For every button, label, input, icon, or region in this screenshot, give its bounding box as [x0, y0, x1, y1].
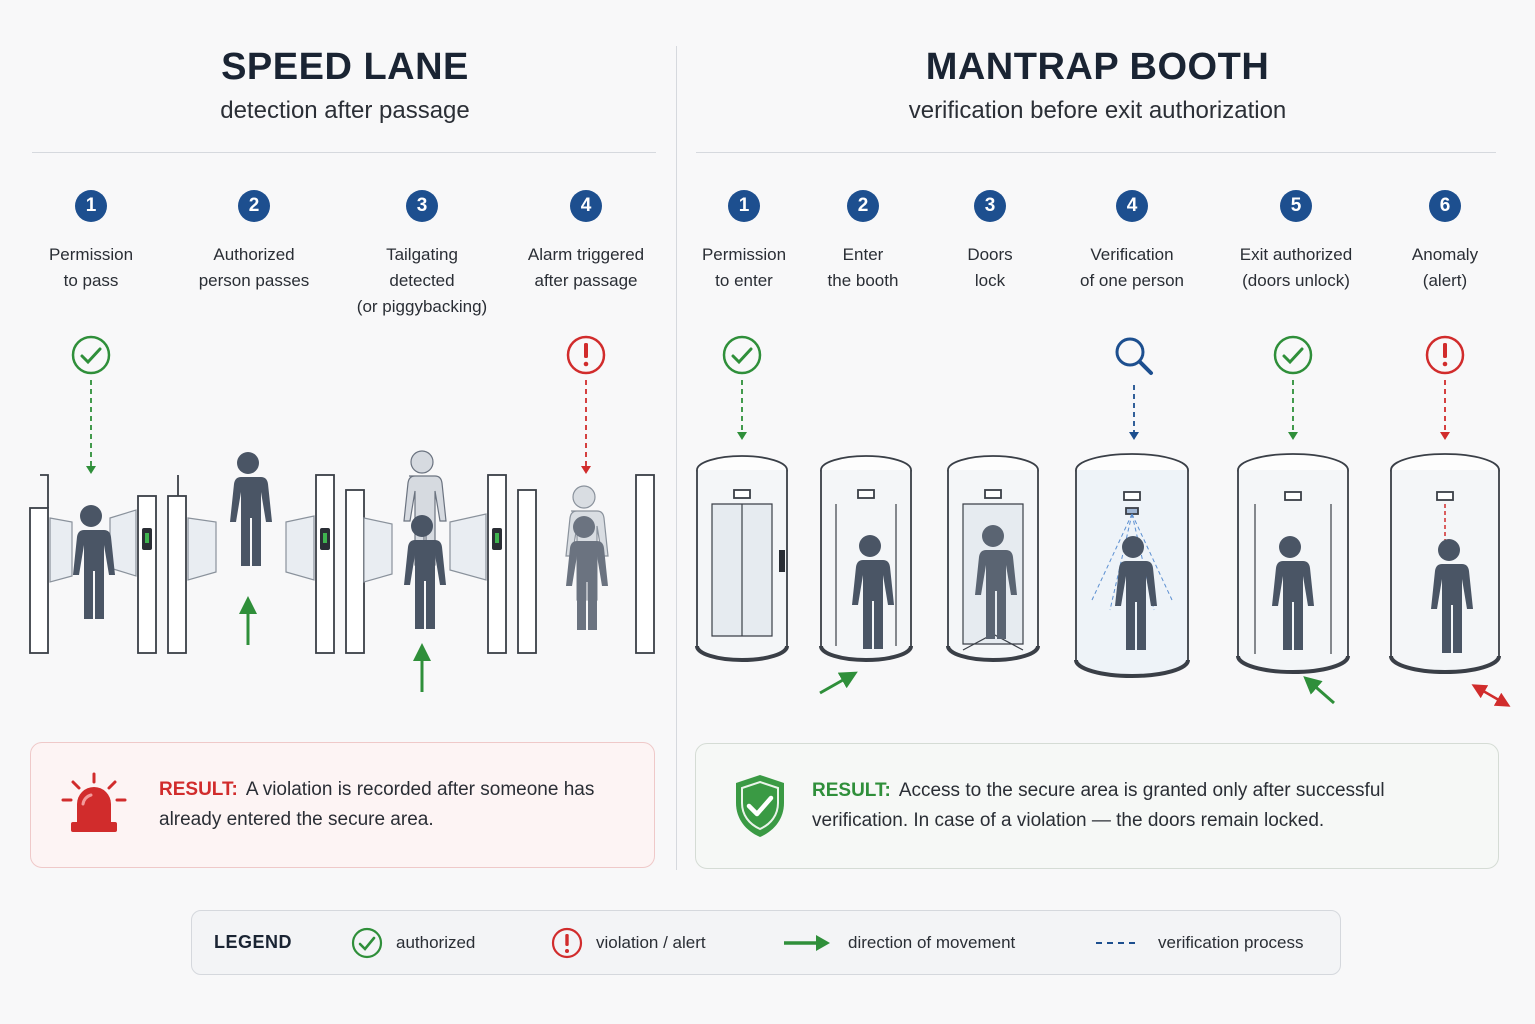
- booth-1: [695, 455, 789, 662]
- step-number-badge: 2: [238, 190, 270, 222]
- speed-lane-result: RESULT:A violation is recorded after som…: [30, 742, 655, 868]
- check-circle-icon: [722, 335, 762, 375]
- legend-label: authorized: [396, 932, 476, 952]
- person-figure: [73, 505, 115, 619]
- check-circle-icon: [71, 335, 111, 375]
- left-rule: [32, 152, 656, 153]
- step-label: Anomaly (alert): [1411, 245, 1479, 290]
- mantrap-step-6: 6 Anomaly (alert): [1360, 190, 1530, 294]
- legend-verification: verification process: [1094, 933, 1304, 953]
- step-label: Alarm triggered after passage: [527, 245, 645, 290]
- alert-circle-icon: [1425, 335, 1465, 375]
- panel-divider: [676, 46, 677, 870]
- legend: LEGEND authorized violation / alert dire…: [191, 910, 1341, 975]
- alert-circle-icon: [551, 927, 583, 958]
- step-number-badge: 6: [1429, 190, 1461, 222]
- person-figure: [230, 452, 272, 566]
- mantrap-title: MANTRAP BOOTH: [925, 46, 1270, 88]
- legend-title: LEGEND: [214, 932, 293, 952]
- step-number-badge: 3: [974, 190, 1006, 222]
- mantrap-step-1: 1 Permission to enter: [659, 190, 829, 294]
- speed-step-4: 4 Alarm triggered after passage: [501, 190, 671, 294]
- arrow-head: [1288, 432, 1298, 440]
- speed-lane-gates: [29, 474, 655, 654]
- arrow-head: [1440, 432, 1450, 440]
- mantrap-subtitle: verification before exit authorization: [908, 97, 1287, 124]
- mantrap-step-2: 2 Enter the booth: [778, 190, 948, 294]
- step-label: Verification of one person: [1080, 245, 1184, 290]
- movement-arrow: [819, 671, 858, 695]
- step-label: Doors lock: [967, 245, 1013, 290]
- magnifier-icon: [1115, 337, 1153, 375]
- step-label: Authorized person passes: [198, 245, 310, 290]
- result-description: Access to the secure area is granted onl…: [812, 780, 1385, 831]
- person-figure: [404, 515, 446, 629]
- step-label: Enter the booth: [827, 245, 899, 290]
- arrow-head: [1129, 432, 1139, 440]
- result-keyword: RESULT:: [159, 779, 238, 800]
- check-circle-icon: [1273, 335, 1313, 375]
- speed-step-2: 2 Authorized person passes: [169, 190, 339, 294]
- step-label: Permission to pass: [48, 245, 134, 290]
- legend-label: verification process: [1158, 932, 1304, 952]
- speed-lane-title: SPEED LANE: [221, 46, 469, 88]
- step-number-badge: 4: [570, 190, 602, 222]
- arrow-head: [581, 466, 591, 474]
- mantrap-step-4: 4 Verification of one person: [1047, 190, 1217, 294]
- step-number-badge: 2: [847, 190, 879, 222]
- legend-label: violation / alert: [596, 932, 706, 952]
- anomaly-arrow: [1471, 684, 1511, 707]
- alert-circle-icon: [566, 335, 606, 375]
- result-keyword: RESULT:: [812, 780, 891, 801]
- speed-lane-subtitle: detection after passage: [220, 97, 470, 124]
- step-number-badge: 4: [1116, 190, 1148, 222]
- mantrap-step-3: 3 Doors lock: [905, 190, 1075, 294]
- result-description: A violation is recorded after someone ha…: [159, 779, 595, 830]
- gate-card-readers: [142, 528, 502, 550]
- legend-movement: direction of movement: [782, 933, 1094, 953]
- illustration-canvas: [29, 335, 1511, 707]
- siren-icon: [61, 772, 127, 832]
- legend-authorized: authorized: [350, 926, 550, 960]
- arrow-head: [737, 432, 747, 440]
- speed-step-1: 1 Permission to pass: [6, 190, 176, 294]
- step-label: Permission to enter: [701, 245, 787, 290]
- mantrap-result: RESULT:Access to the secure area is gran…: [695, 743, 1499, 869]
- step-label: Exit authorized (doors unlock): [1239, 245, 1353, 290]
- speed-step-3: 3 Tailgating detected (or piggybacking): [337, 190, 507, 320]
- mantrap-step-5: 5 Exit authorized (doors unlock): [1211, 190, 1381, 294]
- dashed-line-icon: [1096, 941, 1140, 944]
- step-number-badge: 3: [406, 190, 438, 222]
- step-number-badge: 1: [728, 190, 760, 222]
- arrow-head: [86, 466, 96, 474]
- right-rule: [696, 152, 1496, 153]
- legend-label: direction of movement: [848, 932, 1016, 952]
- movement-arrow: [1303, 676, 1335, 705]
- gate-glass-panels: [49, 509, 487, 583]
- arrow-icon: [784, 934, 830, 951]
- step-number-badge: 5: [1280, 190, 1312, 222]
- shield-check-icon: [736, 775, 784, 837]
- check-circle-icon: [351, 927, 383, 958]
- legend-violation: violation / alert: [550, 926, 782, 960]
- step-label: Tailgating detected (or piggybacking): [356, 245, 488, 316]
- step-number-badge: 1: [75, 190, 107, 222]
